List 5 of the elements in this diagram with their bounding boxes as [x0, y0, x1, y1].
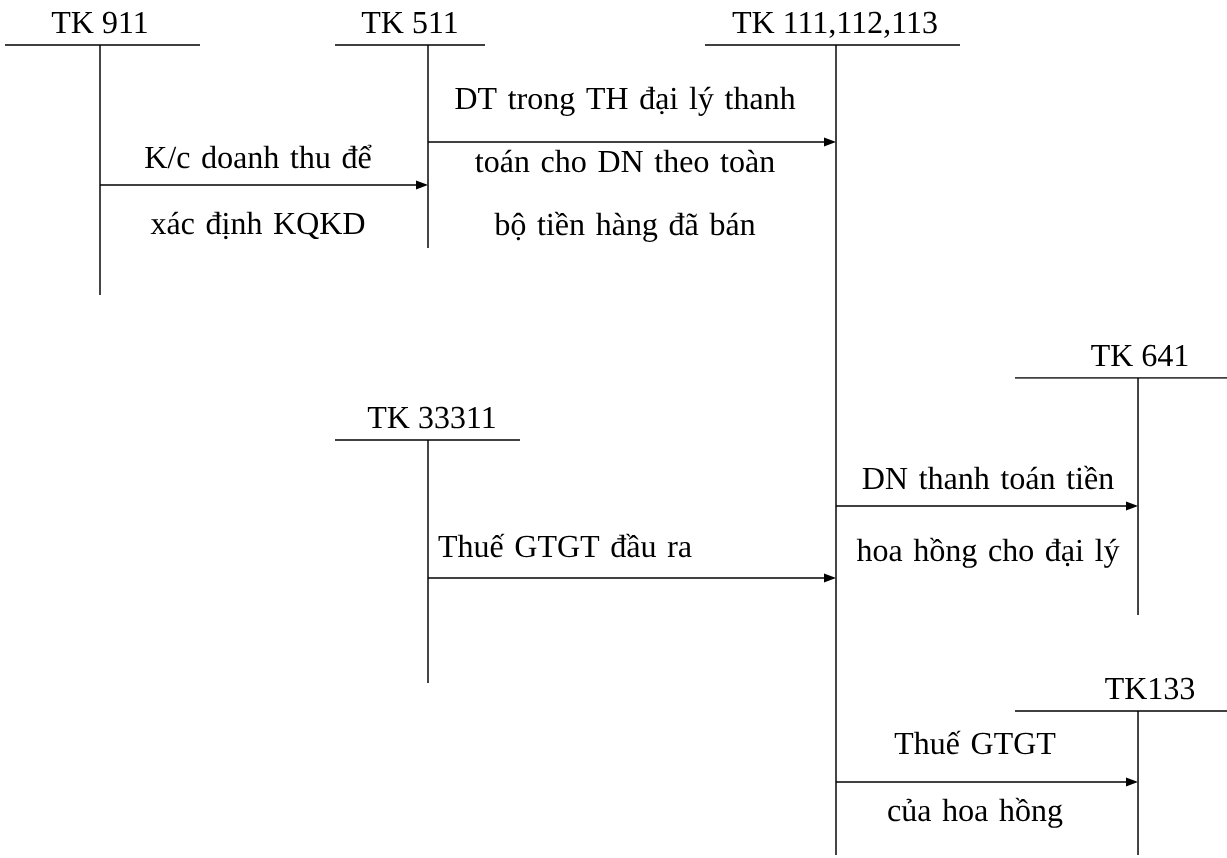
edge-label: Thuế GTGT của hoa hồng [888, 730, 1063, 828]
edge-label: K/c doanh thu để xác định KQKD [145, 144, 372, 240]
edge-label: Thuế GTGT đầu ra [438, 533, 692, 558]
edge-label: DN thanh toán tiền hoa hồng cho đại lý [856, 465, 1120, 568]
edge-label: DT trong TH đại lý thanh toán cho DN theo toàn bộ tiền hàng đã bán [455, 86, 796, 242]
